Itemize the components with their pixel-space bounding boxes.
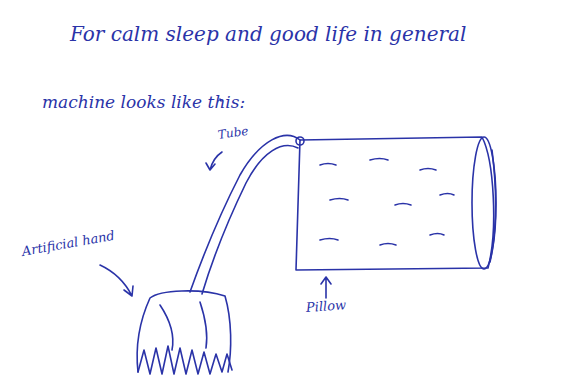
pillow-outline [296,137,494,270]
tube-joint [296,137,304,145]
pillow-end [472,137,496,269]
title: For calm sleep and good life in general [70,22,466,46]
tube-side [202,146,298,294]
hand-fingers [138,346,232,374]
pillow-texture [320,159,454,246]
hand-lines [160,302,207,350]
part-label: Pillow [305,297,346,315]
note-text: machine looks like this: [42,92,245,112]
pillow-leader-arrow [321,277,331,298]
part-label: Tube [217,124,249,142]
tube-leader-arrow [206,152,222,170]
hand-leader-arrow [100,265,133,296]
artificial-hand [137,291,231,372]
part-label: Artificial hand [21,228,116,259]
pillow-end-shade [490,150,496,262]
tube [190,135,300,292]
